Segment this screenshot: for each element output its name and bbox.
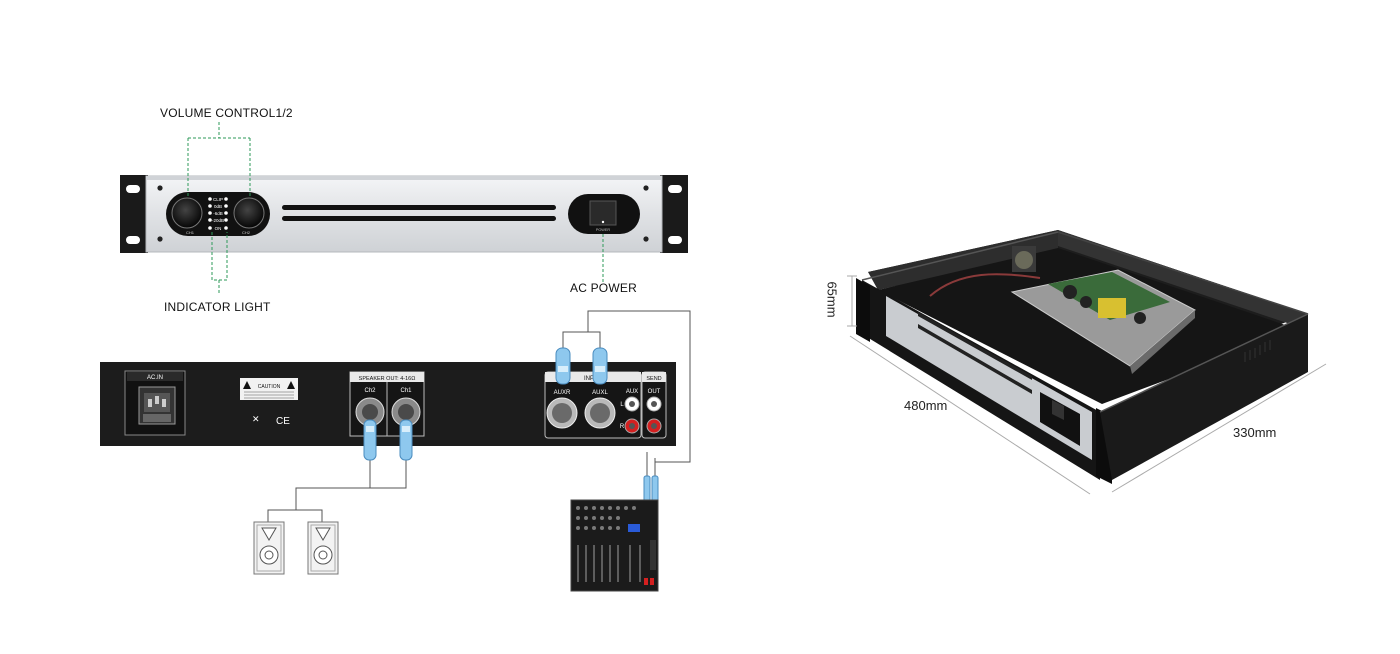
aux-l-label: L — [620, 402, 624, 408]
product-3d-view — [856, 230, 1309, 484]
out-label: OUT — [648, 389, 661, 395]
power-label: POWER — [596, 228, 611, 232]
indicator-label-4: ON — [215, 226, 222, 231]
speaker-ch1-label: Ch1 — [400, 388, 412, 394]
speaker-out-label: SPEAKER OUT: 4-16Ω — [359, 376, 416, 382]
send-label: SEND — [646, 376, 661, 382]
knob-label-ch2: CH2 — [242, 230, 251, 235]
volume-knob-ch2[interactable] — [233, 197, 265, 229]
input-cables — [562, 310, 691, 478]
indicator-label-2: -6dB — [213, 211, 223, 216]
aux-r-label: R — [620, 424, 625, 430]
front-panel: CLIP 0dB -6dB -20dB ON CH1 CH2 POWER — [120, 175, 688, 253]
xlr-plugs — [555, 347, 608, 385]
auxl-label: AUXL — [592, 390, 608, 396]
chassis-side — [1100, 314, 1308, 480]
mixer — [570, 499, 659, 592]
aux-label: AUX — [626, 389, 638, 395]
ac-in-label: AC.IN — [147, 375, 163, 381]
callout-ac-power: AC POWER — [570, 281, 637, 295]
front-vent-top — [282, 205, 556, 210]
front-vent-bottom — [282, 216, 556, 221]
speaker-right — [307, 521, 339, 575]
dimension-lines — [847, 275, 1327, 495]
svg-text:✕: ✕ — [252, 414, 260, 424]
auxr-label: AUXR — [554, 390, 571, 396]
dim-height-label: 65mm — [824, 281, 840, 318]
knob-label-ch1: CH1 — [186, 230, 195, 235]
dim-width-label: 480mm — [904, 398, 948, 413]
volume-knob-ch1[interactable] — [171, 197, 203, 229]
svg-text:CE: CE — [276, 416, 290, 427]
indicator-label-3: -20dB — [212, 218, 224, 223]
caution-label: CAUTION — [258, 384, 281, 390]
callout-lines — [187, 122, 604, 294]
speaker-cables — [267, 458, 407, 522]
callout-volume-control: VOLUME CONTROL1/2 — [160, 106, 293, 120]
indicator-label-1: 0dB — [214, 204, 222, 209]
indicator-leds — [208, 197, 228, 230]
indicator-label-0: CLIP — [213, 197, 223, 202]
speaker-left — [253, 521, 285, 575]
mixer-plugs — [643, 475, 659, 503]
callout-indicator-light: INDICATOR LIGHT — [164, 300, 271, 314]
dim-depth-label: 330mm — [1233, 425, 1277, 440]
rear-panel: ✕ CE AC.IN CAUTION SPEAKER OUT: 4-16Ω Ch… — [100, 362, 676, 446]
speaker-ch2-label: Ch2 — [364, 388, 376, 394]
speakon-plugs — [363, 419, 413, 461]
